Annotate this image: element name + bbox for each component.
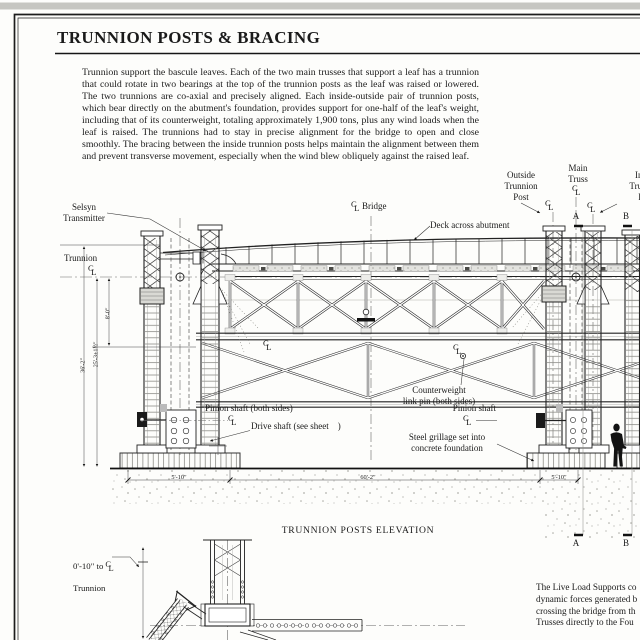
detail-column: [112, 539, 465, 640]
label-selsyn-transmitter: Selsyn Transmitter: [63, 202, 105, 223]
truss-bracing: [196, 274, 640, 408]
foundation-ground: [110, 452, 640, 538]
label-counterweight-link-pin: Counterweight link pin (both sides): [402, 385, 476, 406]
dim-to-trunnion-value: 0'-10" to: [73, 561, 104, 571]
section-mark-b-bottom: B: [622, 538, 629, 548]
scale-figure: [610, 423, 627, 467]
label-drive-shaft: Drive shaft (see sheet ): [251, 421, 341, 431]
dim-height-mid: 25'-3±1½": [93, 341, 100, 368]
label-steel-grillage: Steel grillage set into concrete foundat…: [408, 432, 486, 453]
section-mark-a-top: A: [572, 211, 580, 221]
dimension-lines: [60, 244, 581, 484]
label-inside-trunnion-post: Inside Trunnion Post: [629, 170, 640, 202]
diagonal-strut: [146, 590, 197, 640]
dim-height-total: 36'-2": [80, 358, 87, 373]
right-tower: [536, 225, 640, 454]
dim-base-left: 5'-10": [171, 474, 187, 481]
dim-to-trunnion-word: Trunnion: [73, 583, 106, 593]
intro-paragraph: Trunnion support the bascule leaves. Eac…: [82, 67, 479, 162]
dim-base-center: 60'-2": [360, 474, 376, 481]
elevation-caption: TRUNNION POSTS ELEVATION: [281, 525, 435, 536]
left-tower: [136, 224, 228, 454]
dim-height-top: 8'-0": [105, 307, 112, 320]
deck: [160, 237, 640, 276]
label-trunnion: Trunnion: [64, 253, 98, 263]
floor-beams: [232, 265, 634, 272]
live-load-note: The Live Load Supports co dynamic forces…: [536, 582, 638, 628]
rack-and-pinion-left: [137, 404, 197, 449]
sheet-title: TRUNNION POSTS & BRACING: [57, 28, 321, 47]
leader-lines: [106, 202, 618, 462]
section-mark-a-bottom: A: [572, 538, 580, 548]
rack-and-pinion-right: [536, 404, 593, 449]
label-deck-across-abutment: Deck across abutment: [430, 220, 510, 230]
label-pinion-shaft-left: Pinion shaft (both sides): [205, 403, 293, 413]
label-main-truss: Main Truss: [568, 163, 588, 184]
dim-base-right: 5'-10": [551, 474, 567, 481]
label-pinion-shaft-right: Pinion shaft: [452, 403, 496, 413]
label-bridge-text: Bridge: [362, 201, 387, 212]
section-mark-b-top: B: [622, 211, 629, 221]
label-outside-trunnion-post: Outside Trunnion Post: [504, 170, 538, 202]
section-cut-lines: [574, 224, 633, 537]
